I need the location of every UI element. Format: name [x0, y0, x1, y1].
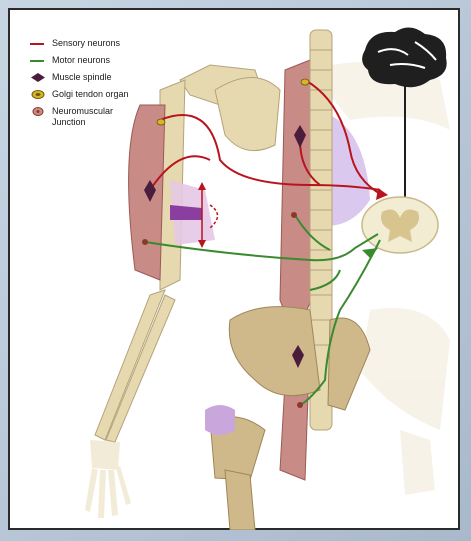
legend: Sensory neurons Motor neurons Muscle spi… [30, 38, 170, 134]
legend-item-motor: Motor neurons [30, 55, 170, 66]
legend-label-motor: Motor neurons [52, 55, 110, 66]
legend-item-spindle: Muscle spindle [30, 72, 170, 83]
shoulder-blade [215, 78, 280, 151]
spindle-diamond-icon [30, 72, 46, 83]
legend-label-golgi: Golgi tendon organ [52, 89, 132, 100]
legend-label-sensory: Sensory neurons [52, 38, 120, 49]
junction-marker-arm [142, 239, 148, 245]
motor-arrow [362, 248, 378, 258]
spinal-cord-cross-section [362, 197, 438, 253]
legend-item-sensory: Sensory neurons [30, 38, 170, 49]
golgi-oval-icon [30, 89, 46, 100]
legend-item-junction: Neuromuscular Junction [30, 106, 170, 128]
junction-marker-back [291, 212, 297, 218]
green-line-icon [30, 55, 46, 66]
junction-marker-hip [297, 402, 303, 408]
junction-dot-icon [30, 106, 46, 117]
legend-item-golgi: Golgi tendon organ [30, 89, 170, 100]
legend-label-spindle: Muscle spindle [52, 72, 112, 83]
red-line-icon [30, 38, 46, 49]
hand [85, 440, 131, 518]
golgi-marker-back [301, 79, 309, 85]
legend-label-junction: Neuromuscular Junction [52, 106, 132, 128]
